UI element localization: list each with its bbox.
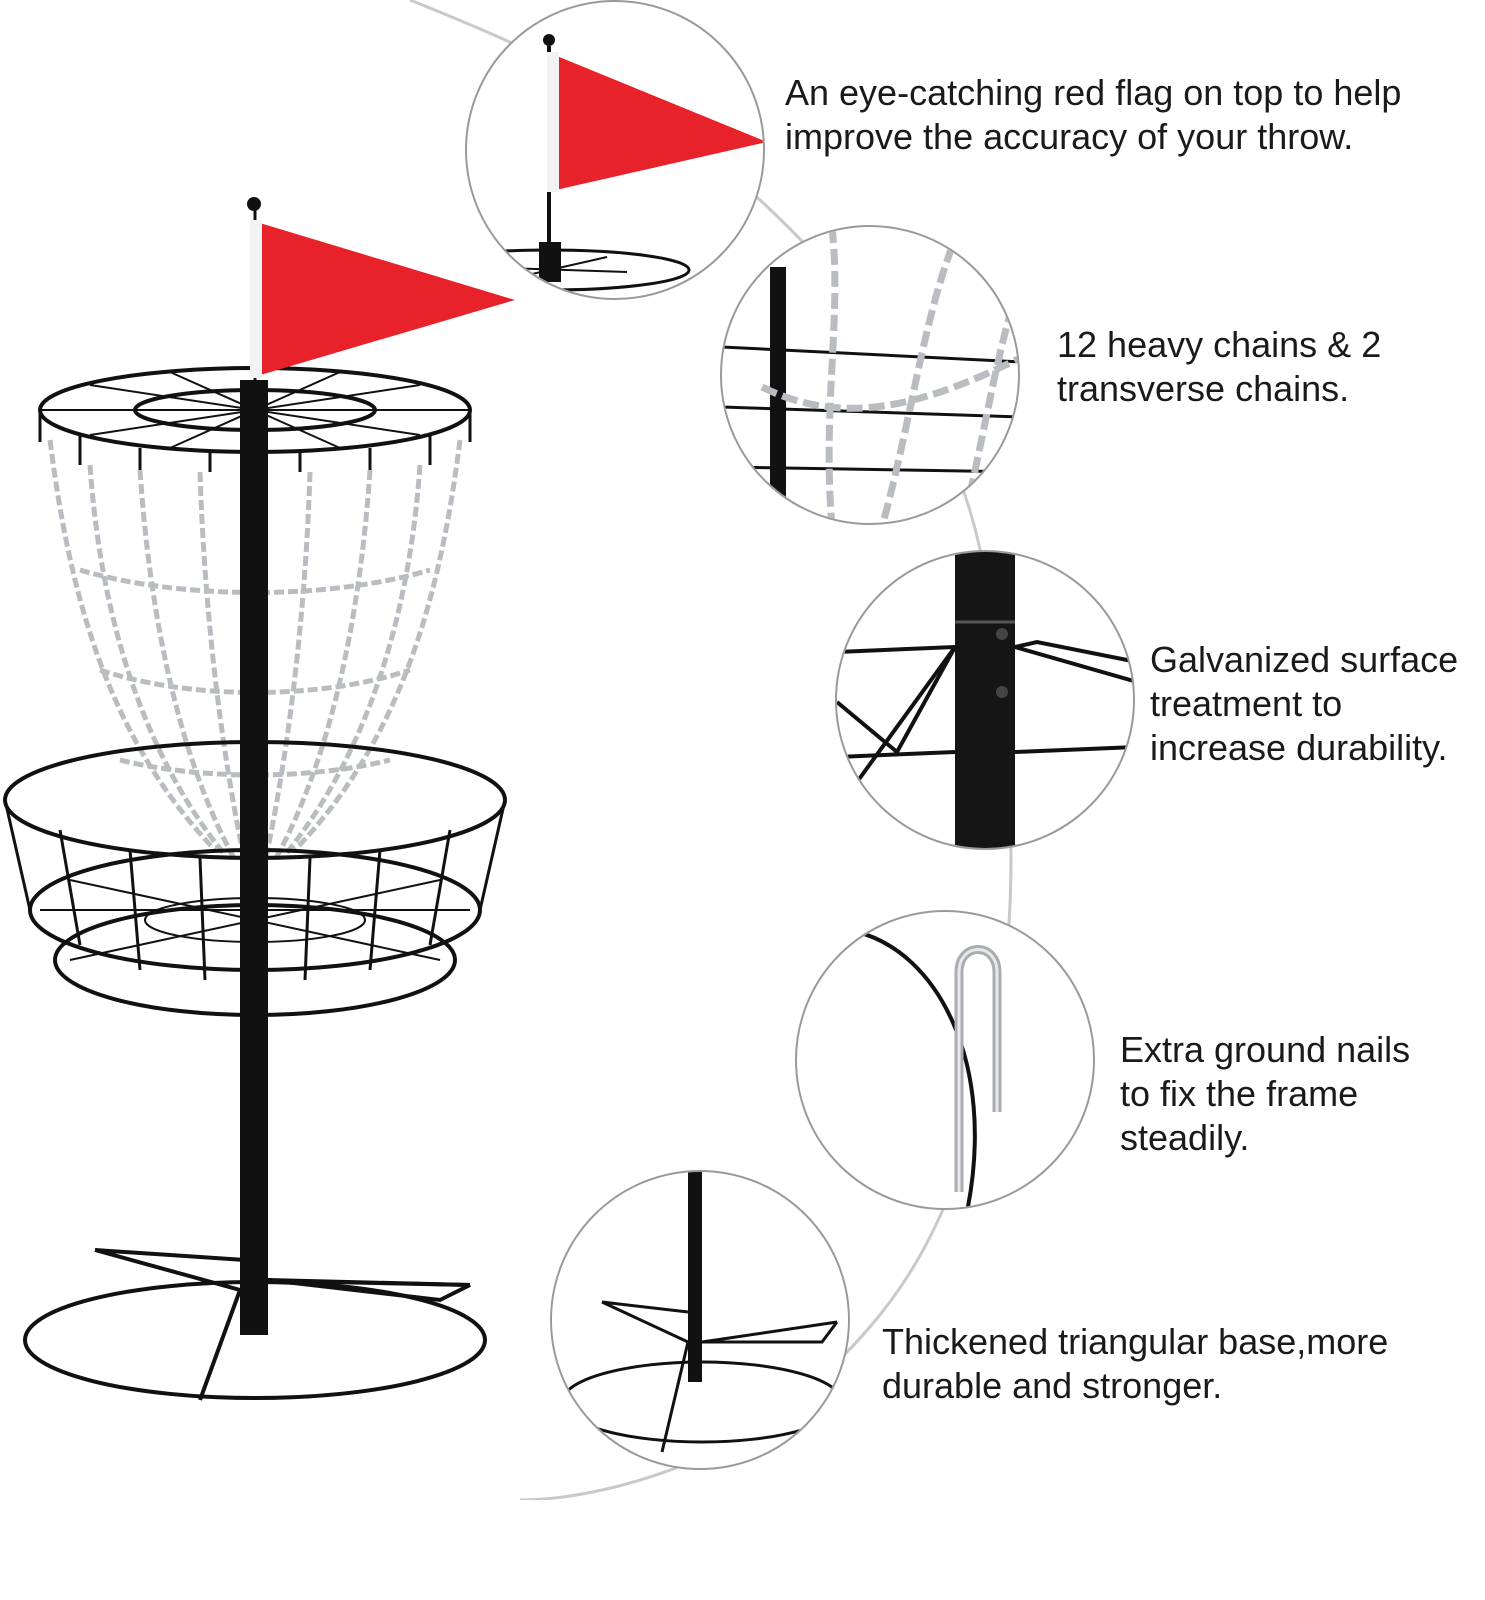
detail-circle-base: [550, 1170, 850, 1470]
pole-joint-icon: [837, 552, 1133, 848]
ground-nail-icon: [856, 930, 1002, 1208]
detail-circle-nail: [795, 910, 1095, 1210]
detail-circle-joint: [835, 550, 1135, 850]
feature-text-chains: 12 heavy chains & 2 transverse chains.: [1057, 324, 1382, 409]
triangular-base-icon: [560, 1172, 844, 1453]
product-infographic: An eye-catching red flag on top to help …: [3, 0, 1459, 1500]
red-flag-icon: [467, 34, 763, 292]
feature-text-flag: An eye-catching red flag on top to help …: [785, 72, 1402, 157]
chains-icon: [722, 227, 1018, 523]
feature-text-ground-nails: Extra ground nails to fix the frame stea…: [1120, 1029, 1411, 1158]
feature-text-base: Thickened triangular base,more durable a…: [882, 1321, 1389, 1406]
detail-circle-chains: [720, 225, 1020, 525]
disc-golf-basket: [3, 197, 515, 1401]
feature-text-galvanized: Galvanized surface treatment to increase…: [1150, 639, 1459, 768]
detail-circle-flag: [465, 0, 765, 300]
